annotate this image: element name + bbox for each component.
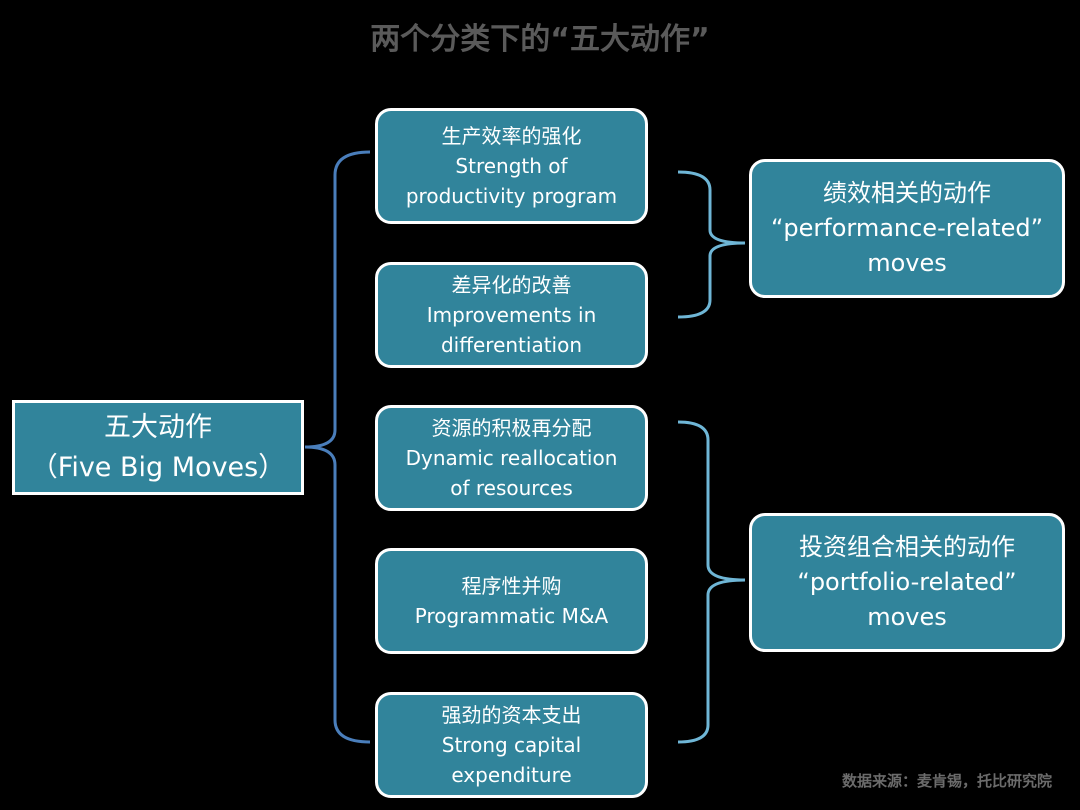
move-box-capex: 强劲的资本支出 Strong capital expenditure xyxy=(375,692,648,798)
diagram-title: 两个分类下的“五大动作” xyxy=(370,22,710,57)
move-en: productivity program xyxy=(405,184,618,208)
move-box-reallocation: 资源的积极再分配 Dynamic reallocation of resources xyxy=(375,405,648,511)
move-box-ma: 程序性并购 Programmatic M&A xyxy=(375,548,648,654)
move-en: of resources xyxy=(450,476,573,500)
move-box-differentiation: 差异化的改善 Improvements in differentiation xyxy=(375,262,648,368)
move-en: differentiation xyxy=(440,333,583,357)
category-en: moves xyxy=(867,603,947,631)
category-zh: 投资组合相关的动作 xyxy=(799,533,1015,561)
move-box-productivity: 生产效率的强化 Strength of productivity program xyxy=(375,108,648,224)
performance-related-box: 绩效相关的动作 “performance-related” moves xyxy=(749,159,1065,298)
root-zh: 五大动作 xyxy=(104,411,212,443)
move-zh: 生产效率的强化 xyxy=(441,124,582,148)
move-en: Improvements in xyxy=(426,303,597,327)
move-zh: 差异化的改善 xyxy=(451,273,572,297)
root-en: （Five Big Moves） xyxy=(30,451,286,483)
move-zh: 程序性并购 xyxy=(461,574,562,598)
move-en: expenditure xyxy=(451,763,572,787)
category-en: moves xyxy=(867,249,947,277)
five-big-moves-box: 五大动作 （Five Big Moves） xyxy=(12,400,304,495)
performance-brace xyxy=(677,170,746,319)
source-note: 数据来源：麦肯锡，托比研究院 xyxy=(841,772,1052,790)
category-zh: 绩效相关的动作 xyxy=(823,179,991,207)
move-en: Programmatic M&A xyxy=(414,604,609,628)
move-en: Strong capital xyxy=(441,733,582,757)
category-en: “portfolio-related” xyxy=(797,568,1017,596)
portfolio-related-box: 投资组合相关的动作 “portfolio-related” moves xyxy=(749,513,1065,652)
move-en: Dynamic reallocation xyxy=(405,446,618,470)
move-en: Strength of xyxy=(455,154,568,178)
left-brace xyxy=(304,150,371,744)
category-en: “performance-related” xyxy=(770,214,1044,242)
move-zh: 强劲的资本支出 xyxy=(441,703,582,727)
move-zh: 资源的积极再分配 xyxy=(431,416,592,440)
portfolio-brace xyxy=(677,420,746,744)
